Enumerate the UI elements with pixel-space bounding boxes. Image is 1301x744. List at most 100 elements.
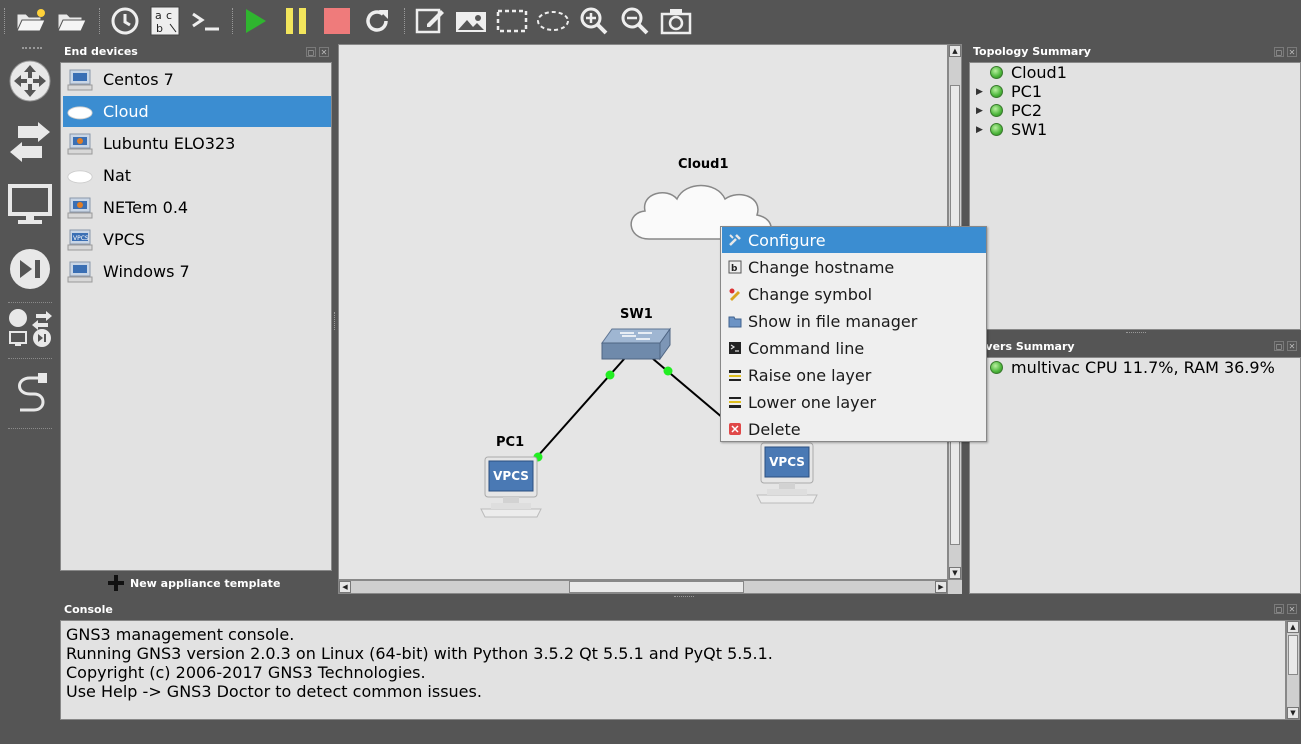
- expand-arrow-icon[interactable]: ▶: [976, 86, 983, 97]
- screenshot-button[interactable]: [659, 3, 693, 39]
- list-item-label: VPCS: [103, 230, 145, 249]
- console-all-button[interactable]: [189, 3, 223, 39]
- servers-summary-title: rvers Summary: [980, 340, 1075, 353]
- list-item[interactable]: Centos 7: [63, 64, 331, 95]
- float-dock-button[interactable]: ◻: [306, 47, 316, 57]
- scroll-left-arrow-icon[interactable]: ◀: [339, 581, 351, 593]
- draw-ellipse-button[interactable]: [536, 3, 570, 39]
- splitter-handle[interactable]: [1126, 332, 1146, 335]
- canvas-horizontal-scrollbar[interactable]: ◀ ▶: [338, 580, 948, 594]
- draw-rectangle-button[interactable]: [495, 3, 529, 39]
- tree-item[interactable]: ▶ PC2: [976, 101, 1042, 120]
- reload-all-button[interactable]: [360, 3, 394, 39]
- tree-item-label: PC1: [1011, 82, 1042, 101]
- float-dock-button[interactable]: ◻: [1274, 47, 1284, 57]
- add-note-button[interactable]: [413, 3, 447, 39]
- float-dock-button[interactable]: ◻: [1274, 604, 1284, 614]
- scroll-down-arrow-icon[interactable]: ▼: [1287, 707, 1299, 719]
- menu-item-delete[interactable]: Delete: [722, 416, 986, 442]
- new-appliance-template-button[interactable]: New appliance template: [108, 574, 308, 592]
- vpcs-node-pc2[interactable]: VPCS: [753, 441, 821, 505]
- scroll-thumb[interactable]: [1288, 635, 1298, 675]
- menu-item-raise-one-layer[interactable]: Raise one layer: [722, 362, 986, 388]
- node-label-cloud1[interactable]: Cloud1: [678, 157, 729, 172]
- zoom-in-button[interactable]: [577, 3, 611, 39]
- list-item[interactable]: VPCS VPCS: [63, 224, 331, 255]
- scroll-up-arrow-icon[interactable]: ▲: [1287, 621, 1299, 633]
- list-item[interactable]: Windows 7: [63, 256, 331, 287]
- menu-item-label: Change hostname: [748, 257, 895, 277]
- wrench-icon: [728, 233, 742, 247]
- node-screen-text: VPCS: [493, 469, 529, 483]
- float-dock-button[interactable]: ◻: [1274, 341, 1284, 351]
- open-button[interactable]: [55, 3, 89, 39]
- server-item[interactable]: multivac CPU 11.7%, RAM 36.9%: [976, 358, 1275, 377]
- menu-item-label: Raise one layer: [748, 365, 872, 385]
- tree-item[interactable]: Cloud1: [976, 63, 1067, 82]
- menu-item-show-in-file-manager[interactable]: Show in file manager: [722, 308, 986, 334]
- cloud-node[interactable]: [625, 177, 785, 249]
- menu-item-command-line[interactable]: Command line: [722, 335, 986, 361]
- close-dock-button[interactable]: ✕: [1287, 341, 1297, 351]
- browse-switches-button[interactable]: [4, 117, 56, 167]
- console-output[interactable]: GNS3 management console. Running GNS3 ve…: [60, 620, 1286, 720]
- rectangle-icon: [496, 9, 528, 33]
- expand-arrow-icon[interactable]: ▶: [976, 105, 983, 116]
- tree-item-label: Cloud1: [1011, 63, 1067, 82]
- switch-node[interactable]: [600, 327, 672, 363]
- start-all-button[interactable]: [238, 3, 272, 39]
- tree-item[interactable]: ▶ SW1: [976, 120, 1047, 139]
- delete-icon: [728, 422, 742, 436]
- topology-summary-tree: Cloud1 ▶ PC1 ▶ PC2 ▶ SW1: [969, 62, 1301, 330]
- open-project-button[interactable]: [14, 3, 48, 39]
- browse-all-devices-button[interactable]: [4, 306, 56, 350]
- end-devices-title: End devices: [64, 45, 138, 58]
- menu-item-label: Delete: [748, 419, 801, 439]
- list-item[interactable]: NETem 0.4: [63, 192, 331, 223]
- suspend-all-button[interactable]: [279, 3, 313, 39]
- close-dock-button[interactable]: ✕: [319, 47, 329, 57]
- vpcs-node-pc1[interactable]: VPCS: [477, 455, 545, 519]
- node-label-sw1[interactable]: SW1: [620, 307, 653, 322]
- terminal-icon: [728, 341, 742, 355]
- menu-item-configure[interactable]: Configure: [722, 227, 986, 253]
- close-dock-button[interactable]: ✕: [1287, 604, 1297, 614]
- menu-item-change-hostname[interactable]: b Change hostname: [722, 254, 986, 280]
- browse-security-devices-button[interactable]: [4, 244, 56, 294]
- console-vertical-scrollbar[interactable]: ▲ ▼: [1286, 620, 1300, 720]
- zoom-in-icon: [580, 7, 608, 35]
- server-item-label: multivac CPU 11.7%, RAM 36.9%: [1011, 358, 1275, 377]
- qemu-vm-icon: [67, 197, 93, 219]
- cloud-icon: [67, 165, 93, 187]
- svg-text:b: b: [156, 22, 163, 35]
- scroll-thumb[interactable]: [569, 581, 744, 593]
- add-link-button[interactable]: [4, 368, 56, 418]
- new-appliance-template-label: New appliance template: [130, 576, 281, 590]
- menu-item-lower-one-layer[interactable]: Lower one layer: [722, 389, 986, 415]
- close-dock-button[interactable]: ✕: [1287, 47, 1297, 57]
- zoom-out-button[interactable]: [618, 3, 652, 39]
- stop-all-button[interactable]: [320, 3, 354, 39]
- expand-arrow-icon[interactable]: ▶: [976, 124, 983, 135]
- scroll-up-arrow-icon[interactable]: ▲: [949, 45, 961, 57]
- snapshot-button[interactable]: [108, 3, 142, 39]
- topology-summary-title: Topology Summary: [973, 45, 1091, 58]
- splitter-handle[interactable]: [674, 596, 694, 599]
- splitter-handle[interactable]: [334, 312, 337, 330]
- list-item-label: NETem 0.4: [103, 198, 189, 217]
- list-item[interactable]: Nat: [63, 160, 331, 191]
- reload-icon: [366, 10, 388, 32]
- list-item[interactable]: Lubuntu ELO323: [63, 128, 331, 159]
- menu-item-label: Show in file manager: [748, 311, 918, 331]
- browse-end-devices-button[interactable]: [4, 180, 56, 230]
- menu-item-change-symbol[interactable]: Change symbol: [722, 281, 986, 307]
- list-item[interactable]: Cloud: [63, 96, 331, 127]
- symbol-icon: [728, 287, 742, 301]
- browse-routers-button[interactable]: [4, 56, 56, 106]
- insert-image-button[interactable]: [454, 3, 488, 39]
- node-label-pc1[interactable]: PC1: [496, 435, 525, 450]
- tree-item[interactable]: ▶ PC1: [976, 82, 1042, 101]
- scroll-down-arrow-icon[interactable]: ▼: [949, 567, 961, 579]
- scroll-right-arrow-icon[interactable]: ▶: [935, 581, 947, 593]
